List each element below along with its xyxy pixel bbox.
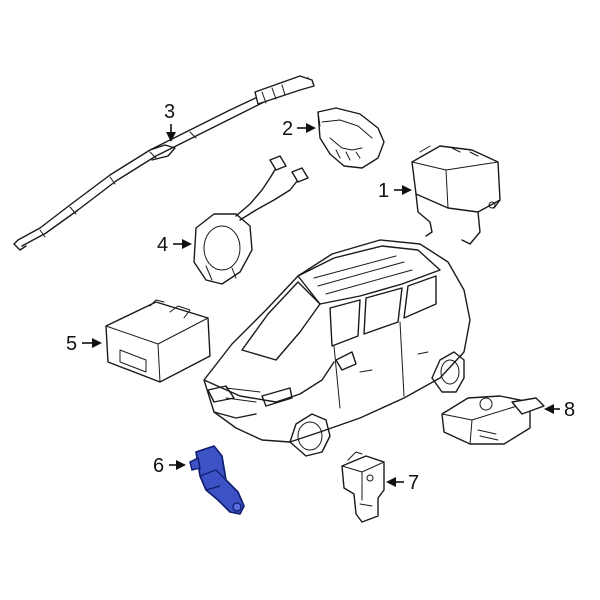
callout-6: 6 — [153, 455, 186, 477]
callout-1: 1 — [378, 180, 412, 202]
part-8-impact-sensor[interactable] — [441, 395, 545, 445]
svg-text:8: 8 — [564, 399, 575, 421]
part-1-passenger-airbag[interactable] — [411, 145, 501, 245]
callout-7: 7 — [386, 472, 419, 494]
svg-text:5: 5 — [66, 333, 77, 355]
svg-text:4: 4 — [157, 234, 168, 256]
part-7-crash-sensor[interactable] — [341, 451, 385, 523]
part-2-driver-airbag[interactable] — [317, 107, 385, 169]
svg-text:2: 2 — [282, 118, 293, 140]
part-5-srs-control-module[interactable] — [105, 299, 211, 383]
callout-4: 4 — [157, 234, 192, 256]
part-4-clock-spring[interactable] — [193, 155, 309, 285]
callout-2: 2 — [282, 118, 316, 140]
svg-text:7: 7 — [408, 472, 419, 494]
callout-8: 8 — [544, 399, 575, 421]
svg-text:6: 6 — [153, 455, 164, 477]
vehicle-illustration — [203, 239, 471, 457]
callout-3: 3 — [164, 101, 176, 142]
svg-text:3: 3 — [164, 101, 175, 123]
part-6-airbag-sensor[interactable] — [189, 445, 245, 515]
svg-text:1: 1 — [378, 180, 389, 202]
callout-5: 5 — [66, 333, 102, 355]
